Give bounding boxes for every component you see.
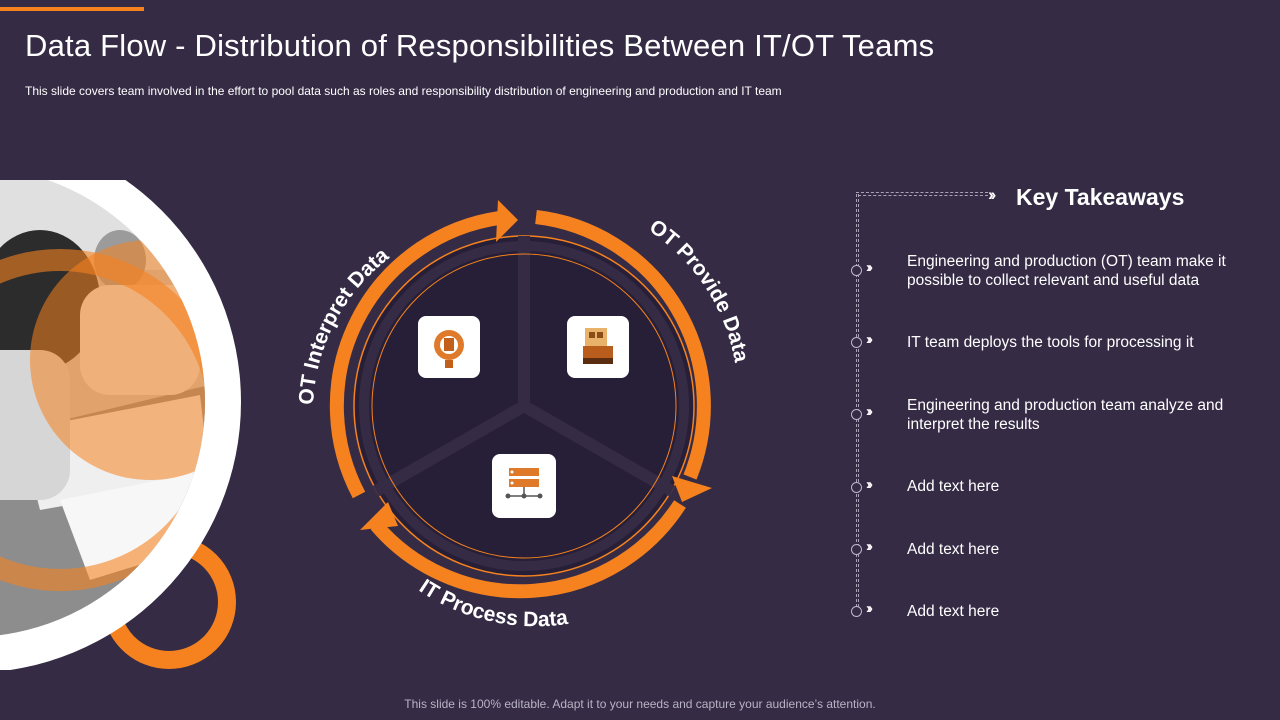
arrowhead-right [672,476,712,502]
bullet-dot-icon [851,337,862,348]
chevron-double-icon: ›› [866,476,873,493]
slide-subtitle: This slide covers team involved in the e… [25,84,782,98]
key-takeaways-title: Key Takeaways [1016,184,1185,210]
takeaway-text: Engineering and production team analyze … [907,397,1224,433]
connector-line [858,195,988,196]
arrowhead-top [496,200,518,242]
server-network-icon [492,454,556,518]
arrow-right-arc [535,210,711,480]
takeaway-text: Engineering and production (OT) team mak… [907,253,1226,289]
arrowheads [360,200,712,530]
segment-dividers [373,236,675,497]
arrow-left-arc [329,211,501,499]
bullet-dot-icon [851,265,862,276]
bullet-dot-icon [851,409,862,420]
chevron-double-icon: ›› [866,331,873,348]
key-takeaways-panel: ›› Key Takeaways ›› Engineering and prod… [848,180,1268,630]
takeaway-text: Add text here [907,478,1000,495]
cycle-diagram: OT Interpret Data OT Provide Data IT Pro… [295,200,753,631]
server-file-icon [567,316,629,378]
team-photo [0,180,241,670]
chevron-double-icon: ›› [988,185,997,204]
bullet-dot-icon [851,544,862,555]
cycle-arrows [329,210,711,599]
slide-title: Data Flow - Distribution of Responsibili… [25,28,935,63]
accent-bar [0,7,144,11]
takeaway-text: IT team deploys the tools for processing… [907,334,1194,351]
chevron-double-icon: ›› [866,259,873,276]
chevron-double-icon: ›› [866,538,873,555]
takeaway-text: Add text here [907,541,1000,558]
connector-line [856,192,988,193]
arrowhead-left [360,502,398,530]
segment-inner-ring [371,253,677,559]
timeline-line [858,194,859,612]
bullet-dot-icon [851,606,862,617]
gear-document-icon [418,316,480,378]
timeline-line [856,194,857,612]
chevron-double-icon: ›› [866,403,873,420]
arrow-bottom-arc [370,500,686,599]
bullet-dot-icon [851,482,862,493]
footer-note: This slide is 100% editable. Adapt it to… [404,697,876,711]
chevron-double-icon: ›› [866,600,873,617]
takeaway-text: Add text here [907,603,1000,620]
